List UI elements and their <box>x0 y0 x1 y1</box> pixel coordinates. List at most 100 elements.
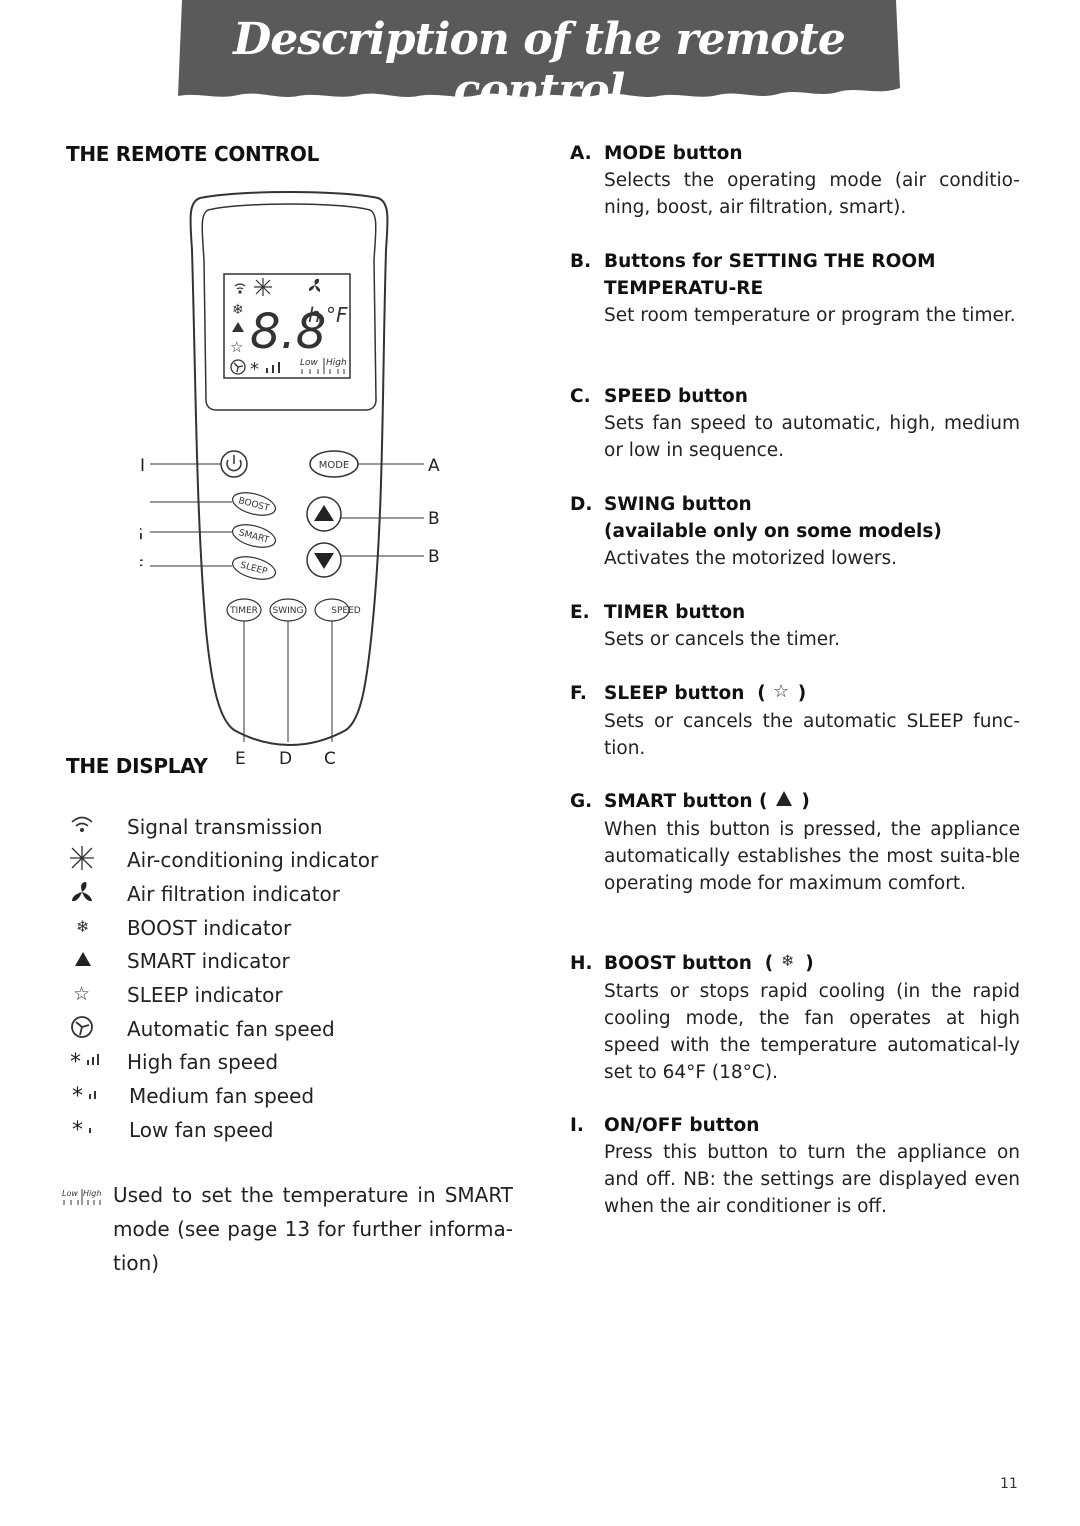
description-item-speed: C. SPEED button Sets fan speed to automat… <box>570 383 1020 464</box>
temperature-up-button[interactable] <box>306 496 342 532</box>
lcd-signal-icon <box>234 283 246 294</box>
item-body: Sets or cancels the automatic SLEEP func… <box>604 711 1020 759</box>
display-item: ☆ SLEEP indicator <box>66 980 526 1010</box>
item-title: ON/OFF button <box>604 1115 760 1136</box>
description-item-swing: D.SWING button (available only on some m… <box>570 491 1020 572</box>
callout-c: C <box>324 749 336 769</box>
lcd-fahrenheit-symbol: °F <box>326 303 348 327</box>
item-body: Activates the motorized lowers. <box>604 548 898 569</box>
item-letter: F. <box>570 683 587 704</box>
sleep-button[interactable]: SLEEP <box>230 553 278 584</box>
svg-text:*: * <box>70 1050 81 1075</box>
item-title: SLEEP button <box>604 683 745 704</box>
display-item-label: High fan speed <box>127 1050 279 1074</box>
display-item-label: Automatic fan speed <box>127 1017 335 1041</box>
item-title: SMART button <box>604 791 753 812</box>
arrow-down-icon <box>314 553 334 569</box>
item-letter: E. <box>570 602 590 623</box>
remote-control-diagram: ❄ ☆ 8.8 h °F * Low High MODE BOOST SMART… <box>140 191 440 769</box>
page-number: 11 <box>1000 1476 1018 1492</box>
arrow-up-icon <box>314 505 334 521</box>
lcd-boost-icon: ❄ <box>232 302 244 318</box>
svg-text:❄: ❄ <box>781 951 794 970</box>
display-item: Air filtration indicator <box>66 879 526 909</box>
display-item-label: Air-conditioning indicator <box>127 848 379 872</box>
display-item-label: Medium fan speed <box>129 1084 315 1108</box>
smart-icon <box>75 952 91 966</box>
boost-icon: ❄ <box>76 917 89 936</box>
description-item-temperature: B.Buttons for SETTING THE ROOM TEMPERATU… <box>570 248 1020 329</box>
swing-button-label: SWING <box>273 606 304 616</box>
callout-d: D <box>279 749 292 769</box>
item-title: BOOST button <box>604 953 752 974</box>
svg-text:☆: ☆ <box>773 681 789 700</box>
callout-f: F <box>140 557 144 577</box>
temperature-down-button[interactable] <box>306 542 342 578</box>
item-body: Sets or cancels the timer. <box>604 629 840 650</box>
item-letter: C. <box>570 386 591 407</box>
display-item: Automatic fan speed <box>66 1014 526 1044</box>
display-item-label: Signal transmission <box>127 815 323 839</box>
mode-button[interactable]: MODE <box>309 450 359 478</box>
description-item-onoff: I. ON/OFF button Press this button to tur… <box>570 1112 1020 1220</box>
lcd-panel <box>223 273 351 379</box>
air-conditioning-icon <box>70 846 94 870</box>
item-body: Sets fan speed to automatic, high, mediu… <box>604 413 1020 461</box>
item-title: SPEED button <box>604 386 748 407</box>
callout-g: G <box>140 525 143 545</box>
lcd-high-label: High <box>326 358 347 368</box>
lcd-auto-fan-icon <box>230 359 246 375</box>
lcd-digits: 8.8 <box>250 304 326 360</box>
banner-background <box>178 0 900 97</box>
description-item-timer: E. TIMER button Sets or cancels the timer… <box>570 599 1020 653</box>
speed-button-label: SPEED <box>331 606 361 616</box>
page-title: Description of the remote control <box>233 14 846 116</box>
display-item-label: SLEEP indicator <box>127 983 283 1007</box>
display-heading: THE DISPLAY <box>66 754 208 778</box>
lcd-sleep-icon: ☆ <box>230 338 243 356</box>
display-item-label: BOOST indicator <box>127 916 292 940</box>
svg-text:❄: ❄ <box>76 917 89 936</box>
item-title: TIMER button <box>604 602 746 623</box>
description-item-boost: H.BOOST button (❄) Starts or stops rapid… <box>570 950 1020 1086</box>
svg-text:☆: ☆ <box>73 983 90 1005</box>
item-subtitle: (available only on some models) <box>604 521 942 542</box>
mode-button-label: MODE <box>319 460 350 471</box>
item-body: Selects the operating mode (air conditio… <box>604 170 1020 218</box>
item-letter: G. <box>570 791 593 812</box>
item-letter: A. <box>570 143 592 164</box>
boost-icon: ❄ <box>779 950 799 978</box>
display-item: Air-conditioning indicator <box>66 845 526 875</box>
boost-button[interactable]: BOOST <box>230 489 278 520</box>
item-letter: D. <box>570 494 593 515</box>
item-letter: I. <box>570 1115 584 1136</box>
svg-text:*: * <box>72 1084 83 1109</box>
callout-a: A <box>428 456 440 476</box>
lowhigh-icon: Low High <box>62 1189 101 1205</box>
swing-button[interactable]: SWING <box>269 598 307 622</box>
item-body: Starts or stops rapid cooling (in the ra… <box>604 981 1020 1083</box>
lcd-lowhigh-ticks <box>301 358 345 374</box>
display-item-label: Air filtration indicator <box>127 882 340 906</box>
item-title: MODE button <box>604 143 743 164</box>
low-fan-icon: * <box>72 1118 91 1143</box>
timer-button[interactable]: TIMER <box>226 598 262 622</box>
smart-button[interactable]: SMART <box>230 521 278 552</box>
item-body: Press this button to turn the appliance … <box>604 1142 1020 1217</box>
power-button[interactable] <box>220 450 248 478</box>
description-item-sleep: F.SLEEP button (☆) Sets or cancels the a… <box>570 680 1020 762</box>
display-item-label: Low fan speed <box>129 1118 274 1142</box>
sleep-icon: ☆ <box>772 680 792 708</box>
display-item-label: SMART indicator <box>127 949 290 973</box>
auto-fan-icon <box>71 1016 93 1038</box>
display-item: ❄ BOOST indicator <box>66 913 526 943</box>
description-item-mode: A. MODE button Selects the operating mode… <box>570 140 1020 221</box>
callout-b-up: B <box>428 509 440 529</box>
lowhigh-icon-low: Low <box>62 1189 78 1198</box>
remote-control-heading: THE REMOTE CONTROL <box>66 142 320 166</box>
lowhigh-icon-high: High <box>83 1189 101 1198</box>
lcd-speed-bars-icon <box>266 362 280 373</box>
lcd-ac-icon <box>254 278 272 296</box>
medium-fan-icon: * <box>72 1084 96 1109</box>
display-item: * High fan speed <box>66 1047 526 1077</box>
